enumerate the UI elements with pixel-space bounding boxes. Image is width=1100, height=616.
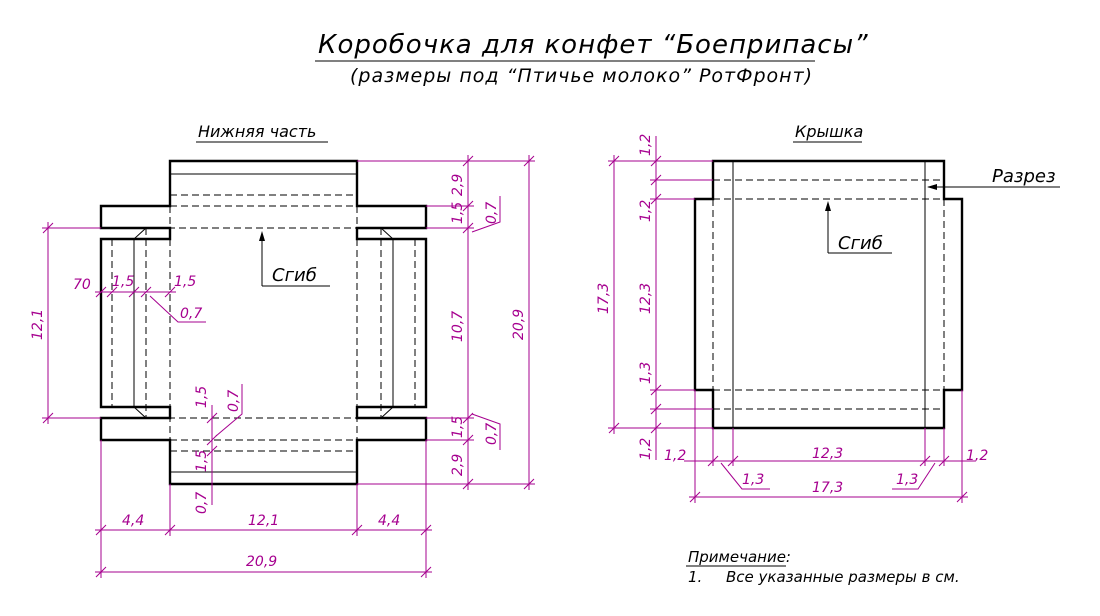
lid-dim-1-2-top: 1,2 [638, 134, 654, 156]
dim-70: 70 [73, 277, 91, 293]
dim-2-9-top: 2,9 [450, 174, 466, 196]
dim-1-5-top: 1,5 [450, 202, 466, 224]
lid-dim-12-3-bottom: 12,3 [812, 446, 843, 462]
lid-dim-1-3-bl: 1,3 [742, 472, 764, 488]
bottom-part: Нижняя часть С [99, 122, 428, 486]
note-number: 1. [688, 568, 702, 586]
lid-dim-17-3-left: 17,3 [596, 283, 612, 314]
lid-dim-1-3-br: 1,3 [896, 472, 918, 488]
dim-20-9-right: 20,9 [511, 309, 527, 340]
note: Примечание: 1. Все указанные размеры в с… [686, 548, 960, 586]
lid-dim-1-2-bl: 1,2 [664, 448, 686, 464]
dim-0-7-mid: 0,7 [226, 390, 242, 412]
dim-1-5-mid: 1,5 [194, 386, 210, 408]
dim-0-7-v: 0,7 [194, 492, 210, 514]
drawing-title: Коробочка для конфет “Боеприпасы” [318, 30, 869, 60]
lid-dim-1-2-br: 1,2 [966, 448, 988, 464]
dim-20-9-bottom: 20,9 [246, 554, 277, 570]
dim-1-5-b: 1,5 [174, 274, 196, 290]
lid-label: Крышка [795, 122, 863, 141]
dim-12-1-bottom: 12,1 [248, 513, 279, 529]
dim-0-7-lead: 0,7 [180, 306, 202, 322]
dim-10-7: 10,7 [450, 311, 466, 342]
note-text: Все указанные размеры в см. [726, 568, 960, 586]
dim-1-5-a: 1,5 [112, 274, 134, 290]
note-heading: Примечание: [688, 548, 791, 566]
dim-4-4-right: 4,4 [378, 513, 400, 529]
bottom-fold-label: Сгиб [272, 265, 317, 286]
bottom-fold-lines [111, 194, 416, 452]
lid-dim-12-3-left: 12,3 [638, 283, 654, 314]
dim-0-7-top: 0,7 [484, 202, 500, 224]
lid-dim-1-3-left: 1,3 [638, 362, 654, 384]
lid-cut-label: Разрез [992, 166, 1056, 187]
lid-part: Крышка Разрез Сгиб [693, 122, 1060, 430]
lid-dim-17-3-bottom: 17,3 [812, 480, 843, 496]
dim-2-9-bottom: 2,9 [450, 454, 466, 476]
dim-0-7-bottom: 0,7 [484, 423, 500, 445]
dim-4-4-left: 4,4 [122, 513, 144, 529]
lid-outline [693, 159, 964, 430]
bottom-dimensions: 2,9 1,5 0,7 10,7 20,9 1,5 0,7 2,9 12,1 7… [30, 155, 535, 578]
bottom-part-outline [99, 159, 428, 486]
lid-dim-1-2-top2: 1,2 [638, 200, 654, 222]
lid-dim-1-2-bottom: 1,2 [638, 438, 654, 460]
dim-1-5-bottom: 1,5 [450, 416, 466, 438]
lid-dimensions: 1,2 1,2 17,3 12,3 1,3 1,2 1,2 12,3 1,2 1… [596, 134, 988, 503]
bottom-part-label: Нижняя часть [198, 122, 316, 141]
drawing-subtitle: (размеры под “Птичье молоко” РотФронт) [350, 65, 813, 87]
lid-fold-lines [712, 179, 945, 410]
lid-fold-label: Сгиб [838, 233, 883, 254]
dim-12-1-left: 12,1 [30, 309, 46, 340]
dim-1-5-v: 1,5 [194, 450, 210, 472]
